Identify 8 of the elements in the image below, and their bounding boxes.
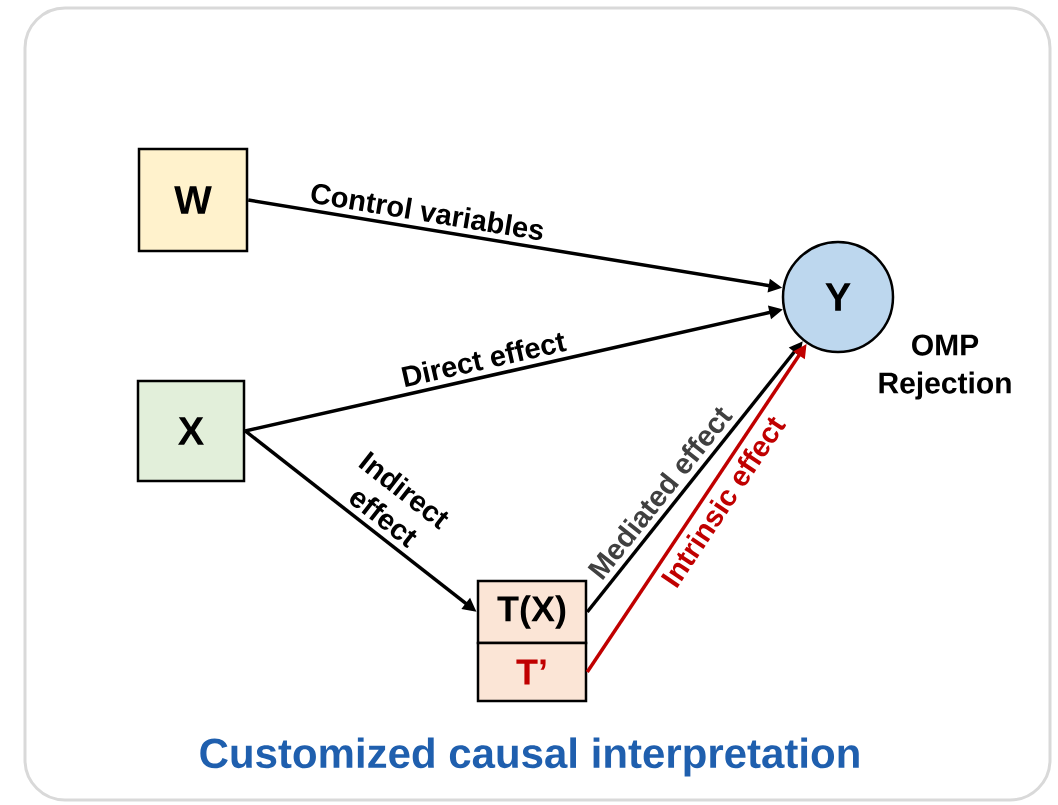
caption: Customized causal interpretation — [200, 737, 859, 777]
box-node: T(X) — [476, 579, 588, 645]
box-node: W — [137, 147, 249, 253]
circle-node: Y — [781, 240, 895, 354]
box-node: T’ — [476, 641, 588, 703]
edge-label: Control variables — [307, 180, 548, 243]
edge-label: Direct effect — [398, 328, 569, 389]
box-node: X — [136, 379, 246, 483]
